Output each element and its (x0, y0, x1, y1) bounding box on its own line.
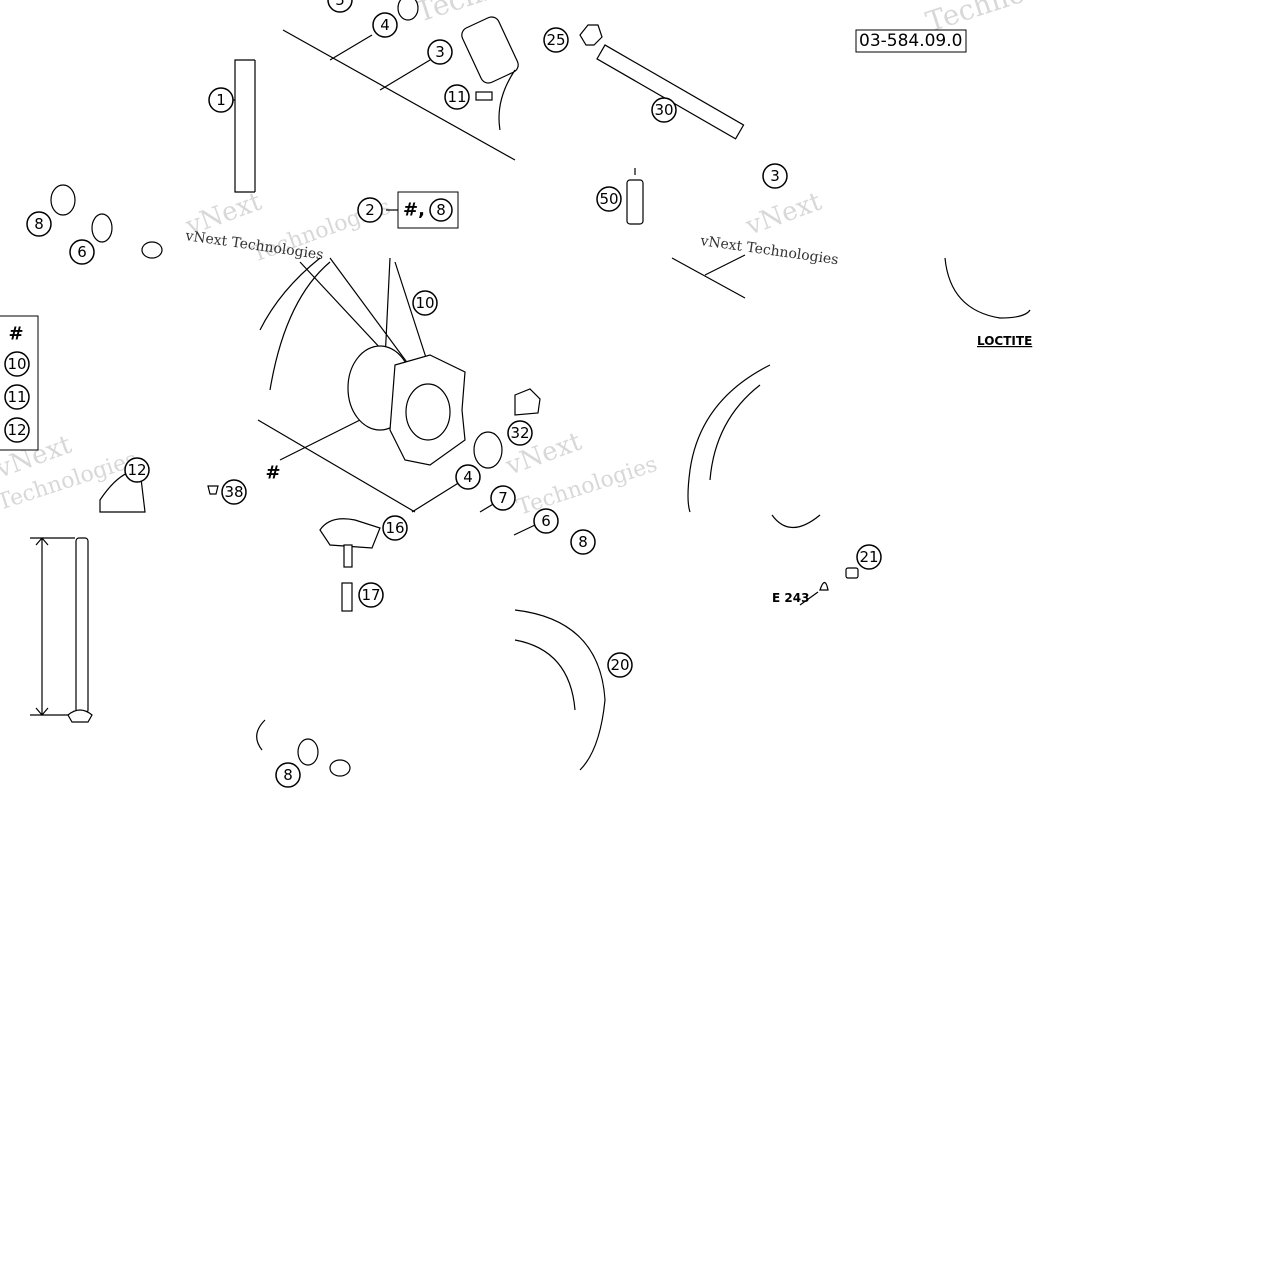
callout: 10 (412, 290, 438, 316)
callout: 32 (507, 420, 533, 446)
svg-text:50: 50 (599, 190, 618, 208)
callout: 8 (570, 529, 596, 555)
svg-text:32: 32 (510, 424, 529, 442)
callout: 8 (275, 762, 301, 788)
boxed-label-number: 8 (436, 201, 446, 219)
hash-marks: # (265, 463, 280, 484)
svg-text:12: 12 (127, 461, 146, 479)
callout: 8 (26, 211, 52, 237)
callout: 6 (69, 239, 95, 265)
watermark: vNext (741, 187, 826, 242)
callouts: 1 3 4 2 8 6 11 5 25 30 50 3 10 12 38 4 7… (26, 0, 882, 788)
loctite-label: E 243 (772, 591, 809, 605)
svg-text:6: 6 (541, 512, 551, 530)
hash-mark: # (265, 463, 280, 484)
reference-number-box: 03-584.09.0 (855, 29, 967, 53)
callout: 30 (651, 97, 677, 123)
legend-box: # 10 11 12 (0, 315, 39, 451)
callout: 2 (357, 197, 383, 223)
callout: 11 (444, 84, 470, 110)
loctite-label: LOCTITE (977, 334, 1032, 348)
reference-number: 03-584.09.0 (859, 31, 962, 51)
callout: 25 (543, 27, 569, 53)
callout: 4 (455, 464, 481, 490)
leader-lines (30, 29, 819, 716)
callout: 5 (327, 0, 353, 13)
callout: 50 (596, 186, 622, 212)
legend-item: 10 (7, 355, 26, 373)
svg-text:8: 8 (283, 766, 293, 784)
svg-text:3: 3 (435, 43, 445, 61)
legend-item: 11 (7, 388, 26, 406)
svg-text:4: 4 (463, 468, 473, 486)
svg-text:4: 4 (380, 16, 390, 34)
callout: 17 (358, 582, 384, 608)
callout: 3 (427, 39, 453, 65)
parts (50, 0, 1031, 777)
svg-text:6: 6 (77, 243, 87, 261)
watermark-caption: vNext Technologies (698, 233, 839, 268)
callout: 12 (124, 457, 150, 483)
callout: 21 (856, 544, 882, 570)
boxed-label: #, 8 (397, 191, 459, 229)
boxed-label-hash: #, (403, 200, 425, 221)
svg-text:8: 8 (578, 533, 588, 551)
svg-text:21: 21 (859, 548, 878, 566)
svg-text:17: 17 (361, 586, 380, 604)
svg-text:3: 3 (770, 167, 780, 185)
callout: 7 (490, 485, 516, 511)
callout: 38 (221, 479, 247, 505)
svg-text:5: 5 (335, 0, 345, 9)
svg-text:8: 8 (34, 215, 44, 233)
svg-text:1: 1 (216, 91, 226, 109)
svg-text:10: 10 (415, 294, 434, 312)
svg-text:2: 2 (365, 201, 375, 219)
callout: 6 (533, 508, 559, 534)
callout: 4 (372, 12, 398, 38)
loctite-labels: LOCTITE E 243 (772, 334, 1032, 605)
callout: 3 (762, 163, 788, 189)
callout: 1 (208, 87, 234, 113)
svg-text:38: 38 (224, 483, 243, 501)
svg-text:30: 30 (654, 101, 673, 119)
svg-text:20: 20 (610, 656, 629, 674)
legend-header: # (8, 324, 23, 345)
svg-text:11: 11 (447, 88, 466, 106)
svg-text:16: 16 (385, 519, 404, 537)
callout: 20 (607, 652, 633, 678)
svg-text:25: 25 (546, 31, 565, 49)
legend-item: 12 (7, 421, 26, 439)
svg-text:7: 7 (498, 489, 508, 507)
watermark: Technologies (412, 0, 598, 29)
callout: 16 (382, 515, 408, 541)
